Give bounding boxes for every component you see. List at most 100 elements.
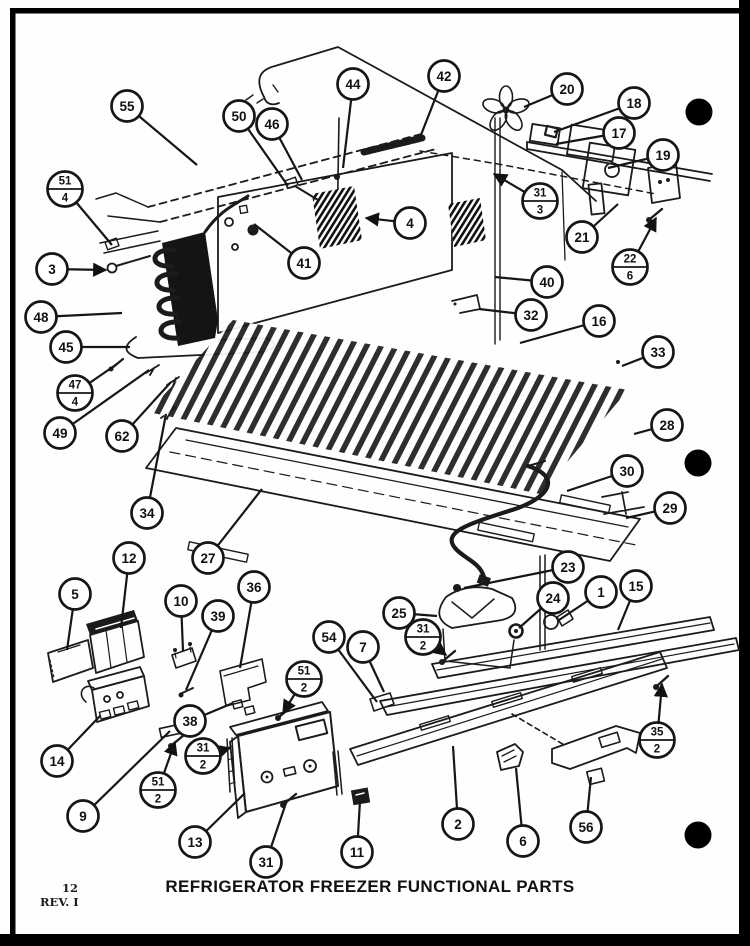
part-balloon-31-3: 313 xyxy=(492,173,559,220)
part-balloon-42: 42 xyxy=(417,59,461,141)
leader-line xyxy=(59,369,150,434)
svg-text:2: 2 xyxy=(200,760,206,772)
svg-text:9: 9 xyxy=(79,809,87,824)
part-balloon-32: 32 xyxy=(478,298,548,332)
part-balloon-5: 5 xyxy=(58,577,92,651)
svg-text:54: 54 xyxy=(321,630,337,645)
svg-text:7: 7 xyxy=(359,640,367,655)
svg-text:2: 2 xyxy=(420,641,426,653)
part-balloon-55: 55 xyxy=(110,89,198,166)
svg-text:22: 22 xyxy=(624,254,637,266)
svg-text:51: 51 xyxy=(152,777,165,789)
svg-text:31: 31 xyxy=(534,188,547,200)
part-balloon-29: 29 xyxy=(625,491,687,525)
svg-text:2: 2 xyxy=(155,794,161,806)
part-balloon-49: 49 xyxy=(43,369,150,450)
part-balloon-20: 20 xyxy=(523,72,584,109)
svg-text:41: 41 xyxy=(296,256,312,271)
svg-text:1: 1 xyxy=(597,585,605,600)
part-balloon-45: 45 xyxy=(49,330,130,364)
part-balloon-23: 23 xyxy=(463,550,585,590)
svg-text:32: 32 xyxy=(523,308,538,323)
part-balloon-31: 31 xyxy=(249,799,289,879)
part-balloon-54: 54 xyxy=(312,620,378,703)
svg-text:38: 38 xyxy=(182,714,198,729)
part-balloon-33: 33 xyxy=(621,335,675,369)
part-balloon-19: 19 xyxy=(607,138,680,172)
cover-plate-56 xyxy=(551,725,641,786)
part-balloon-41: 41 xyxy=(253,223,321,280)
svg-text:2: 2 xyxy=(454,817,462,832)
svg-text:56: 56 xyxy=(578,820,594,835)
svg-text:31: 31 xyxy=(258,855,274,870)
svg-text:4: 4 xyxy=(406,216,414,231)
svg-text:46: 46 xyxy=(264,117,280,132)
fan-blade xyxy=(482,85,530,132)
svg-text:36: 36 xyxy=(246,580,262,595)
svg-text:17: 17 xyxy=(611,126,626,141)
part-balloon-48: 48 xyxy=(24,300,123,334)
svg-text:6: 6 xyxy=(519,834,527,849)
part-balloon-1: 1 xyxy=(558,575,618,621)
grommet-11 xyxy=(350,787,371,806)
part-balloon-2: 2 xyxy=(441,745,475,841)
part-balloon-17: 17 xyxy=(555,116,636,150)
part-balloon-24: 24 xyxy=(518,581,570,629)
evaporator-grille xyxy=(148,320,628,494)
svg-text:51: 51 xyxy=(298,666,311,678)
control-console xyxy=(226,701,343,819)
part-balloon-51-2: 512 xyxy=(139,740,178,809)
cover-plate xyxy=(47,639,94,683)
svg-text:55: 55 xyxy=(119,99,135,114)
svg-text:35: 35 xyxy=(651,727,664,739)
part-balloon-7: 7 xyxy=(346,630,385,693)
svg-text:20: 20 xyxy=(559,82,574,97)
svg-text:45: 45 xyxy=(58,340,74,355)
relay-box xyxy=(86,610,145,674)
console-brackets xyxy=(171,642,267,716)
part-balloon-21: 21 xyxy=(565,203,619,254)
svg-text:25: 25 xyxy=(391,606,407,621)
part-balloon-46: 46 xyxy=(255,107,303,181)
part-balloon-18: 18 xyxy=(553,86,651,134)
defrost-heater-blocks xyxy=(284,176,486,249)
part-balloon-4: 4 xyxy=(364,206,427,240)
svg-text:10: 10 xyxy=(173,594,188,609)
defrost-heater-rod xyxy=(360,134,426,156)
svg-text:12: 12 xyxy=(121,551,136,566)
svg-text:31: 31 xyxy=(417,624,430,636)
registration-dots xyxy=(684,98,713,849)
clamp-6 xyxy=(496,743,524,771)
svg-text:62: 62 xyxy=(114,429,129,444)
part-balloon-15: 15 xyxy=(616,569,653,631)
callout-balloons: 5550464442201817193132122644151434845474… xyxy=(24,59,687,879)
svg-text:49: 49 xyxy=(52,426,67,441)
registration-dot xyxy=(685,98,713,126)
part-balloon-14: 14 xyxy=(40,715,101,778)
svg-text:21: 21 xyxy=(574,230,590,245)
part-balloon-3: 3 xyxy=(35,252,108,286)
svg-text:31: 31 xyxy=(197,743,210,755)
svg-text:5: 5 xyxy=(71,587,79,602)
svg-text:29: 29 xyxy=(662,501,677,516)
svg-text:3: 3 xyxy=(537,205,543,217)
svg-text:13: 13 xyxy=(187,835,203,850)
part-balloon-27: 27 xyxy=(191,488,263,575)
part-balloon-62: 62 xyxy=(105,381,172,453)
part-balloon-44: 44 xyxy=(336,67,370,169)
svg-text:11: 11 xyxy=(350,845,365,860)
svg-text:24: 24 xyxy=(545,591,561,606)
front-rails xyxy=(349,616,740,766)
svg-text:27: 27 xyxy=(200,551,215,566)
part-balloon-51-4: 514 xyxy=(46,170,113,246)
svg-text:18: 18 xyxy=(626,96,642,111)
page-folio: 12 REV. I xyxy=(40,881,79,910)
misc-brackets-right xyxy=(451,294,645,515)
svg-text:28: 28 xyxy=(659,418,675,433)
part-balloon-10: 10 xyxy=(164,584,198,652)
svg-text:33: 33 xyxy=(650,345,666,360)
top-trim-rails xyxy=(95,132,437,223)
svg-text:2: 2 xyxy=(654,744,660,756)
